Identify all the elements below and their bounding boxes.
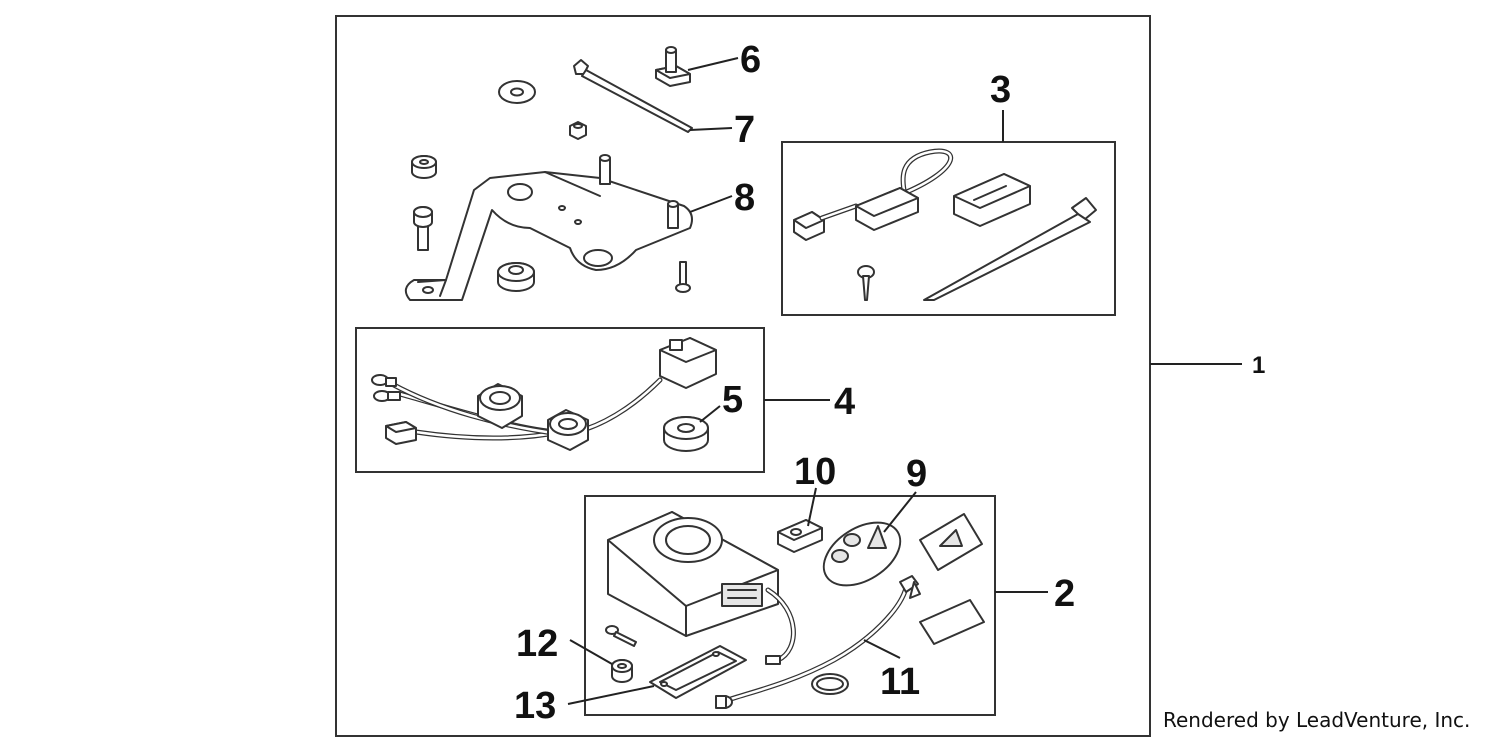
leader-9 [883, 491, 917, 533]
reed-switch [855, 187, 919, 231]
mounting-hardware-group [404, 46, 693, 301]
grommet [411, 155, 437, 179]
harness-main-connector [659, 337, 717, 389]
bracket [404, 171, 693, 301]
wire-harness-group [355, 327, 765, 473]
alarm-kit-group [584, 495, 996, 716]
callout-1: 1 [1252, 352, 1265, 379]
sensor-cable-tie [923, 197, 1097, 301]
callout-4: 4 [834, 381, 855, 423]
leader-7 [689, 127, 733, 131]
leader-12 [569, 639, 613, 665]
alarm-screw [605, 625, 637, 647]
magnet [953, 173, 1031, 227]
bracket-stud-upper [599, 154, 611, 185]
leader-6 [687, 57, 739, 71]
washer [498, 80, 536, 104]
leader-10 [807, 487, 817, 527]
callout-7: 7 [734, 109, 755, 151]
leader-5 [699, 405, 721, 423]
harness-terminal-middle [373, 390, 401, 402]
callout-9: 9 [906, 453, 927, 495]
callout-labels: 1 2 3 4 5 6 7 8 9 10 11 12 13 [514, 39, 1265, 727]
callout-2: 2 [1054, 573, 1075, 615]
led-indicator [715, 695, 733, 709]
logo-sticker [919, 513, 983, 571]
remote-holder [777, 519, 823, 553]
leader-13 [567, 685, 655, 705]
sensor-screw [857, 265, 875, 301]
callout-11: 11 [880, 661, 920, 703]
sensor-connector [793, 211, 825, 241]
harness-grommet [663, 416, 709, 452]
leader-lines [567, 57, 1242, 705]
callout-6: 6 [740, 39, 761, 81]
remote-fob [822, 521, 902, 587]
leader-8 [689, 195, 733, 213]
callout-10: 10 [794, 451, 836, 493]
credit-text: Rendered by LeadVenture, Inc. [1163, 708, 1471, 732]
bracket-stud-lower [667, 200, 679, 229]
cable-tie [573, 59, 693, 133]
harness-terminal-upper [371, 374, 397, 387]
small-screw [675, 261, 691, 293]
sensor-kit-frame [781, 141, 1116, 316]
kit-frame [335, 15, 1151, 737]
collar [497, 262, 535, 292]
callout-5: 5 [722, 379, 743, 421]
led-wire-connector [899, 575, 921, 599]
callout-13: 13 [514, 685, 556, 727]
t-bolt [655, 46, 691, 87]
blank-label [919, 599, 985, 645]
leader-11 [863, 639, 901, 659]
alarm-grommet [611, 659, 633, 683]
harness-round-connector-a [477, 383, 523, 429]
callout-12: 12 [516, 623, 558, 665]
harness-connector-2pin [385, 421, 417, 445]
gasket [649, 645, 747, 699]
o-ring [811, 673, 849, 695]
callout-8: 8 [734, 177, 755, 219]
alarm-kit-frame [584, 495, 996, 716]
harness-round-connector-b [547, 409, 589, 451]
small-nut [569, 121, 587, 140]
callout-3: 3 [990, 69, 1011, 111]
alarm-unit [607, 511, 779, 637]
alarm-unit-wire-end [765, 655, 781, 665]
bolt [413, 206, 433, 251]
sensor-kit-group [781, 141, 1116, 316]
